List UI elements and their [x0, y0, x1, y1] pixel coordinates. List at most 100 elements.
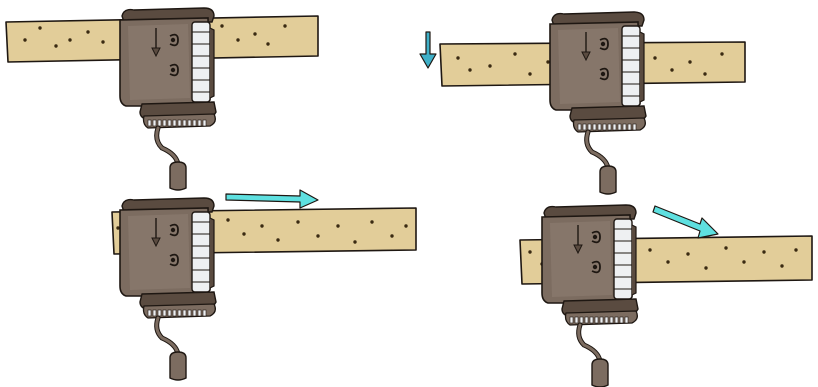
comb-side: [210, 218, 214, 288]
gear-tooth: [575, 317, 578, 323]
gear-tooth: [183, 310, 186, 316]
gear-tooth: [605, 317, 608, 323]
gear-tooth: [178, 310, 181, 316]
slot-dot: [171, 38, 175, 42]
gear-tooth: [188, 120, 191, 126]
gear-tooth: [608, 124, 611, 130]
punch-hole: [236, 38, 239, 41]
comb-side: [210, 28, 214, 98]
punch-hole: [488, 64, 491, 67]
punch-hole: [653, 56, 656, 59]
punch-hole: [528, 250, 531, 253]
punch-hole: [226, 218, 229, 221]
gear-tooth: [163, 310, 166, 316]
punch-hole: [720, 52, 723, 55]
gear-tooth: [633, 124, 636, 130]
punch-hole: [528, 72, 531, 75]
gear-tooth: [620, 317, 623, 323]
crank-handle: [600, 166, 616, 194]
punch-hole: [724, 246, 727, 249]
punch-hole: [513, 52, 516, 55]
arrow-down-icon: [420, 32, 436, 68]
punch-hole: [266, 42, 269, 45]
gear-tooth: [585, 317, 588, 323]
gear-tooth: [588, 124, 591, 130]
music-box-mechanism: [120, 198, 216, 380]
slot-dot: [601, 72, 605, 76]
gear-tooth: [578, 124, 581, 130]
gear-tooth: [193, 310, 196, 316]
comb-side: [640, 32, 644, 102]
punch-hole: [101, 40, 104, 43]
gear-tooth: [198, 120, 201, 126]
slot-dot: [171, 68, 175, 72]
gear-tooth: [598, 124, 601, 130]
punch-hole: [468, 68, 471, 71]
gear-tooth: [183, 120, 186, 126]
punch-hole: [220, 24, 223, 27]
gear-tooth: [148, 120, 151, 126]
gear-tooth: [613, 124, 616, 130]
gear-tooth: [628, 124, 631, 130]
gear-tooth: [583, 124, 586, 130]
gear-tooth: [580, 317, 583, 323]
punch-hole: [253, 32, 256, 35]
punch-hole: [38, 26, 41, 29]
punch-hole: [762, 250, 765, 253]
gear-tooth: [168, 120, 171, 126]
gear-tooth: [178, 120, 181, 126]
gear-tooth: [615, 317, 618, 323]
arrow-right-icon: [226, 190, 318, 208]
box-plate: [558, 28, 620, 104]
gear-tooth: [173, 120, 176, 126]
gear-tooth: [590, 317, 593, 323]
crank-handle: [592, 359, 608, 387]
punch-hole: [390, 234, 393, 237]
gear-tooth: [168, 310, 171, 316]
punch-hole: [336, 224, 339, 227]
gear-tooth: [603, 124, 606, 130]
slot-dot: [171, 228, 175, 232]
punch-hole: [742, 260, 745, 263]
punch-hole: [316, 234, 319, 237]
punch-hole: [86, 30, 89, 33]
box-plate: [550, 221, 612, 297]
punch-hole: [670, 68, 673, 71]
slot-dot: [601, 42, 605, 46]
punch-hole: [276, 238, 279, 241]
gear-tooth: [203, 310, 206, 316]
panel-4: [520, 205, 812, 387]
punch-hole: [794, 248, 797, 251]
slot-dot: [593, 265, 597, 269]
box-plate: [128, 214, 190, 290]
gear-tooth: [623, 124, 626, 130]
gear-tooth: [188, 310, 191, 316]
punch-hole: [353, 240, 356, 243]
box-plate: [128, 24, 190, 100]
punch-hole: [370, 220, 373, 223]
panel-1: [6, 8, 318, 190]
gear-tooth: [625, 317, 628, 323]
punch-hole: [666, 260, 669, 263]
punch-hole: [648, 248, 651, 251]
gear-tooth: [158, 120, 161, 126]
panel-2: [420, 12, 745, 194]
gear-tooth: [163, 120, 166, 126]
music-box-mechanism: [542, 205, 638, 387]
music-box-mechanism: [120, 8, 216, 190]
crank-handle: [170, 162, 186, 190]
comb: [614, 219, 632, 299]
gear-tooth: [153, 120, 156, 126]
punch-hole: [296, 220, 299, 223]
panel-3: [112, 190, 416, 380]
punch-hole: [404, 224, 407, 227]
gear-tooth: [148, 310, 151, 316]
punch-hole: [23, 38, 26, 41]
gear-tooth: [593, 124, 596, 130]
gear-tooth: [610, 317, 613, 323]
punch-hole: [688, 60, 691, 63]
comb: [192, 212, 210, 292]
gear-tooth: [193, 120, 196, 126]
